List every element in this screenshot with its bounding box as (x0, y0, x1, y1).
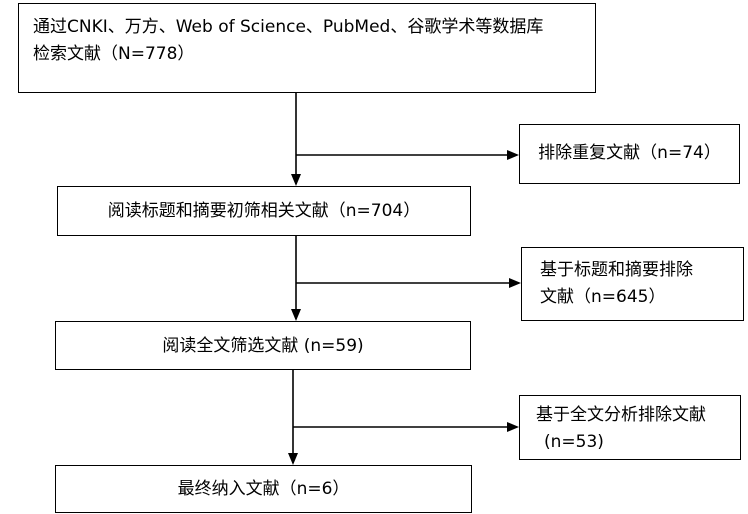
fulltext-screening-label: 阅读全文筛选文献 (n=59) (162, 336, 364, 356)
fulltext-exclusion-line1: 基于全文分析排除文献 (536, 405, 706, 425)
duplicates-exclusion-label: 排除重复文献（n=74） (538, 143, 721, 163)
title-abstract-screening-label: 阅读标题和摘要初筛相关文献（n=704） (107, 201, 421, 221)
search-box-line1: 通过CNKI、万方、Web of Science、PubMed、谷歌学术等数据库 (33, 17, 544, 37)
duplicates-exclusion-box: 排除重复文献（n=74） (519, 124, 740, 184)
final-inclusion-label: 最终纳入文献（n=6） (177, 479, 350, 499)
title-abstract-screening-box: 阅读标题和摘要初筛相关文献（n=704） (57, 186, 471, 236)
search-box: 通过CNKI、万方、Web of Science、PubMed、谷歌学术等数据库… (18, 3, 596, 93)
fulltext-exclusion-line2: (n=53) (544, 432, 604, 452)
search-box-line2: 检索文献（N=778） (33, 44, 195, 64)
fulltext-screening-box: 阅读全文筛选文献 (n=59) (55, 321, 471, 370)
final-inclusion-box: 最终纳入文献（n=6） (55, 465, 472, 513)
title-abstract-exclusion-box: 基于标题和摘要排除 文献（n=645） (521, 247, 744, 321)
fulltext-exclusion-box: 基于全文分析排除文献 (n=53) (519, 395, 741, 460)
title-abstract-exclusion-line1: 基于标题和摘要排除 (540, 260, 693, 280)
title-abstract-exclusion-line2: 文献（n=645） (540, 287, 666, 307)
